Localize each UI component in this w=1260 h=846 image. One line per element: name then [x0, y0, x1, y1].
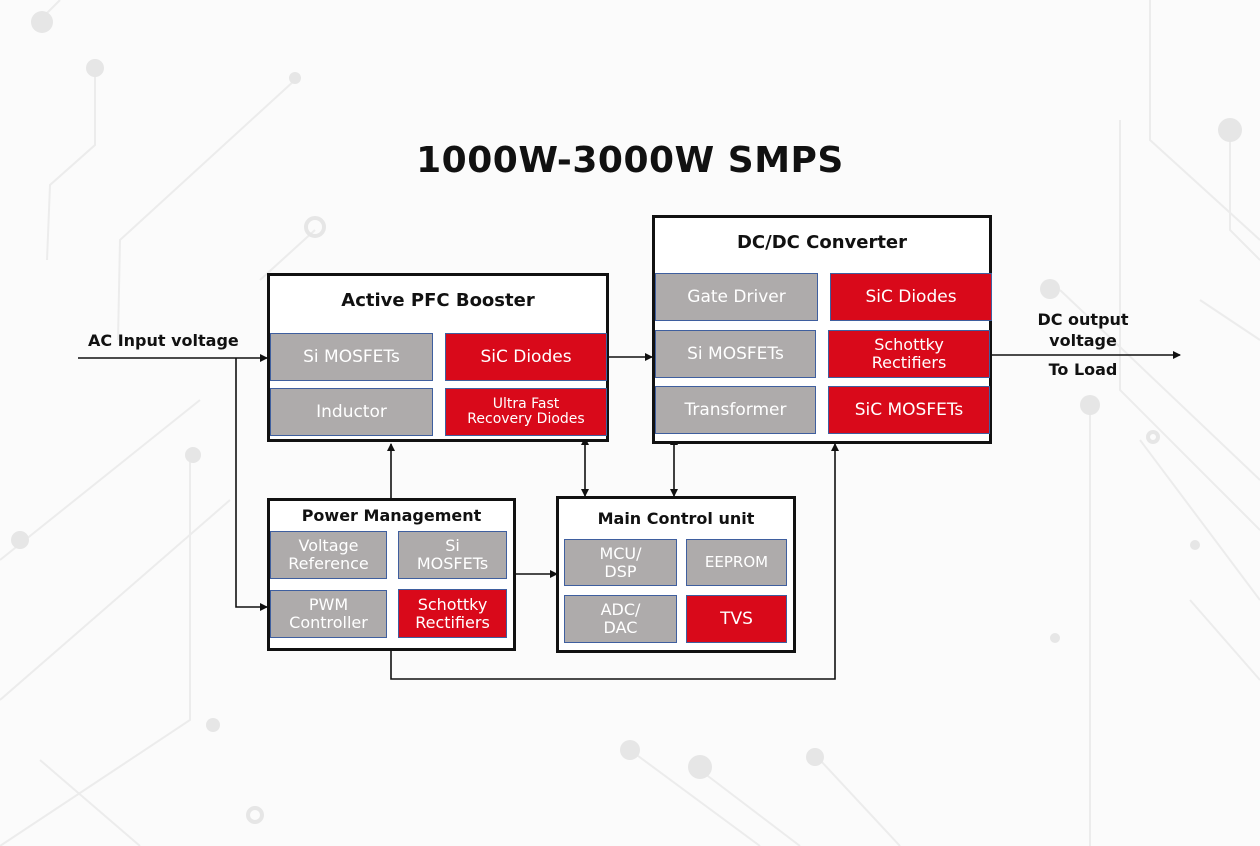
power-si-mosfets: Si MOSFETs	[398, 531, 507, 579]
mcu-tvs: TVS	[686, 595, 787, 643]
power-voltage-reference: Voltage Reference	[270, 531, 387, 579]
dcdc-si-mosfets: Si MOSFETs	[655, 330, 816, 378]
dcdc-transformer: Transformer	[655, 386, 816, 434]
mcu-adc-dac: ADC/ DAC	[564, 595, 677, 643]
pfc-block-title: Active PFC Booster	[341, 290, 535, 311]
dcdc-gate-driver: Gate Driver	[655, 273, 818, 321]
power-pwm-controller: PWM Controller	[270, 590, 387, 638]
pfc-ultra-fast-recovery-diodes: Ultra Fast Recovery Diodes	[445, 388, 607, 436]
mcu-dsp: MCU/ DSP	[564, 539, 677, 586]
power-block-title: Power Management	[301, 506, 482, 525]
ac-input-voltage-label: AC Input voltage	[88, 331, 239, 350]
pfc-inductor: Inductor	[270, 388, 433, 436]
dcdc-schottky-rectifiers: Schottky Rectifiers	[828, 330, 990, 378]
dc-output-voltage-label-line1: DC output	[1037, 310, 1129, 329]
dcdc-converter-block: DC/DC Converter Gate Driver SiC Diodes S…	[652, 215, 992, 444]
dcdc-sic-mosfets: SiC MOSFETs	[828, 386, 990, 434]
dc-output-voltage-label-line2: voltage	[1049, 331, 1117, 350]
to-load-label: To Load	[1048, 360, 1118, 379]
main-control-unit-block: Main Control unit MCU/ DSP EEPROM ADC/ D…	[556, 496, 796, 653]
power-to-dcdc-feedback-arrow	[390, 443, 839, 680]
pfc-si-mosfets: Si MOSFETs	[270, 333, 433, 381]
diagram-title: 1000W-3000W SMPS	[416, 140, 844, 181]
mcu-eeprom: EEPROM	[686, 539, 787, 586]
power-schottky-rectifiers: Schottky Rectifiers	[398, 589, 507, 638]
active-pfc-booster-block: Active PFC Booster Si MOSFETs SiC Diodes…	[267, 273, 609, 442]
power-management-block: Power Management Voltage Reference Si MO…	[267, 498, 516, 651]
pfc-sic-diodes: SiC Diodes	[445, 333, 607, 381]
dcdc-sic-diodes: SiC Diodes	[830, 273, 992, 321]
mcu-block-title: Main Control unit	[597, 509, 755, 528]
dcdc-block-title: DC/DC Converter	[736, 232, 908, 253]
ac-to-pwm-arrow	[235, 358, 268, 611]
